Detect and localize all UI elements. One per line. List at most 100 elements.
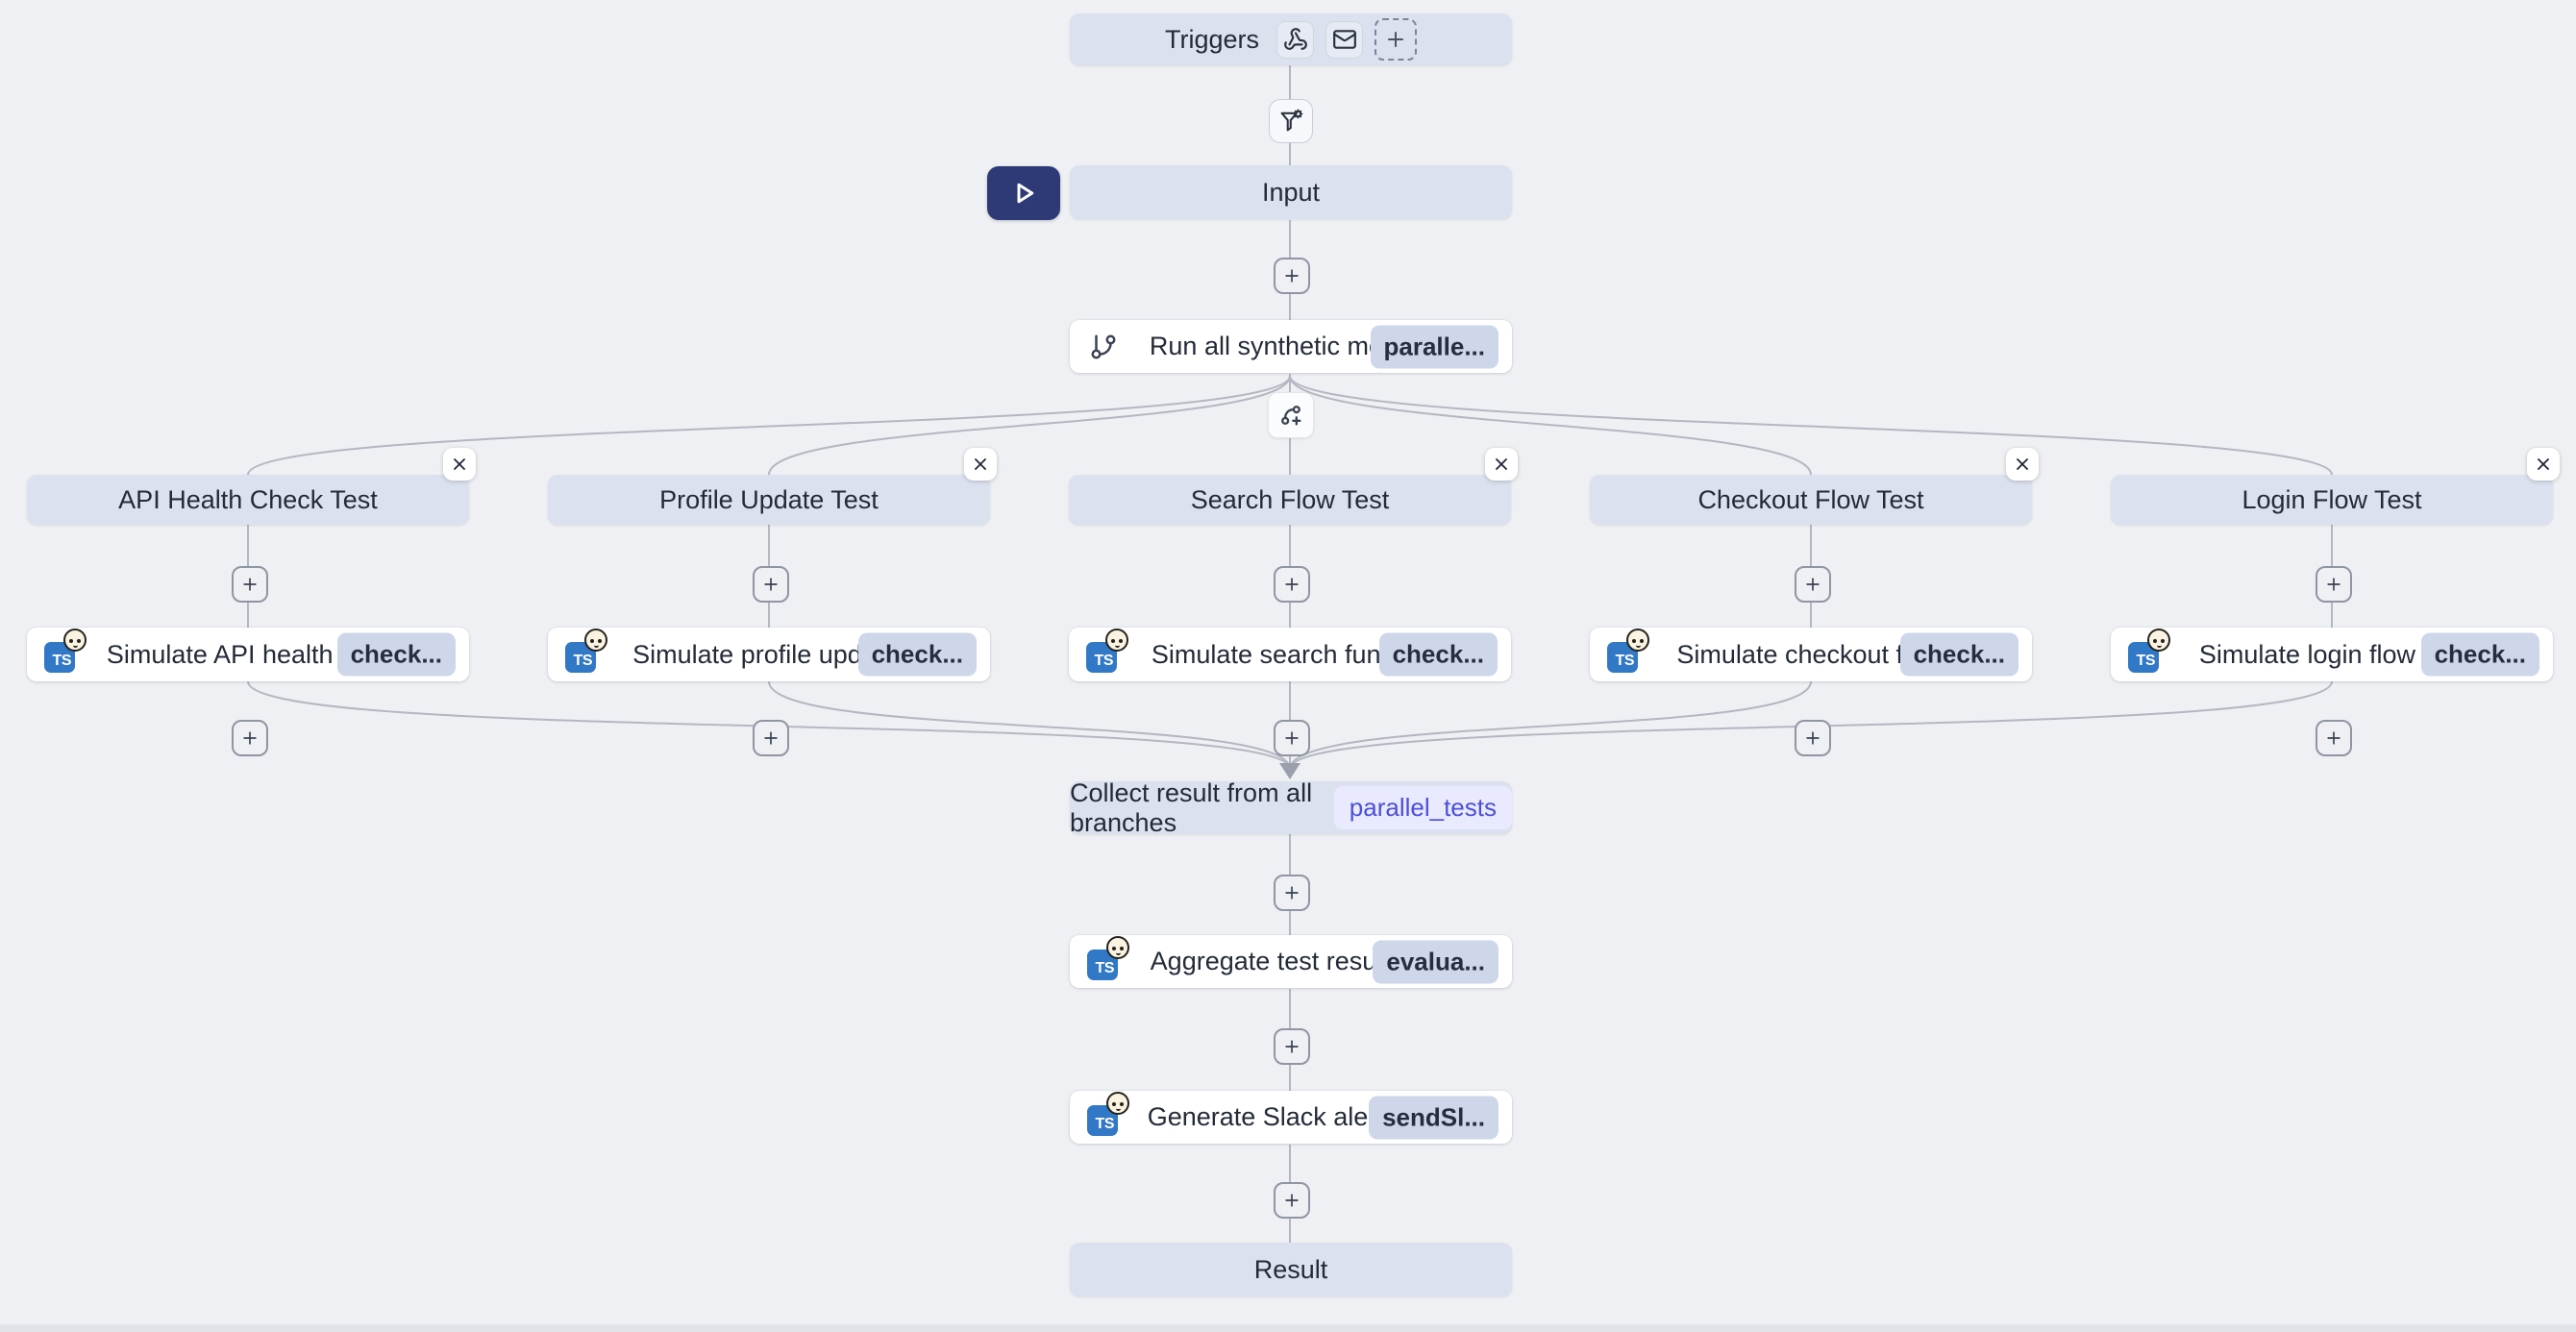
step-id-badge: check... <box>857 632 977 677</box>
bun-icon <box>63 629 87 652</box>
step-title: Simulate login flow test <box>2198 639 2465 669</box>
converge-arrow-icon <box>1279 763 1300 779</box>
add-step-button[interactable] <box>1795 566 1831 603</box>
branch-title: Checkout Flow Test <box>1697 484 1924 514</box>
add-trigger-button[interactable] <box>1375 18 1418 61</box>
plus-icon <box>1388 32 1404 47</box>
add-step-button-top[interactable] <box>1274 258 1310 294</box>
add-step-button[interactable] <box>2316 566 2352 603</box>
webhook-icon <box>1283 28 1307 50</box>
add-step-button[interactable] <box>1795 720 1831 756</box>
plus-icon <box>764 731 778 745</box>
close-icon <box>2538 458 2549 470</box>
plus-icon <box>243 578 257 591</box>
remove-branch-button[interactable] <box>2006 448 2039 481</box>
step-generate-slack-alert[interactable]: TS Generate Slack alert m... sendSl... <box>1070 1091 1512 1144</box>
add-step-button[interactable] <box>2316 720 2352 756</box>
parallel-tests-badge: parallel_tests <box>1333 786 1512 829</box>
step-aggregate-results[interactable]: TS Aggregate test results ... evalua... <box>1070 935 1512 988</box>
plus-icon <box>1806 578 1820 591</box>
triggers-label: Triggers <box>1164 24 1260 54</box>
step-id-badge: check... <box>2420 632 2539 677</box>
bun-icon <box>1105 629 1128 652</box>
filter-gear-icon <box>1280 109 1303 132</box>
close-icon <box>1496 458 1507 470</box>
email-trigger-button[interactable] <box>1325 20 1364 59</box>
collect-label: Collect result from all branches <box>1070 777 1313 837</box>
add-step-button[interactable] <box>753 720 789 756</box>
plus-icon <box>1285 886 1299 900</box>
collect-branches-node[interactable]: Collect result from all branches paralle… <box>1070 778 1512 837</box>
mail-icon <box>1332 30 1356 49</box>
plus-icon <box>2327 578 2341 591</box>
plus-icon <box>1285 731 1299 745</box>
branch-title: Login Flow Test <box>2242 484 2422 514</box>
branch-header-login-flow[interactable]: Login Flow Test <box>2111 475 2553 525</box>
plus-icon <box>1806 731 1820 745</box>
add-step-button[interactable] <box>1274 1028 1310 1065</box>
step-simulate-login[interactable]: TS Simulate login flow test check... <box>2111 628 2553 681</box>
step-id-badge: evalua... <box>1373 940 1499 983</box>
typescript-bun-icon: TS <box>1607 629 1649 673</box>
remove-branch-button[interactable] <box>964 448 997 481</box>
plus-icon <box>1285 1194 1299 1207</box>
input-label: Input <box>1261 177 1321 207</box>
bun-icon <box>1106 1092 1129 1115</box>
step-simulate-profile-update[interactable]: TS Simulate profile updat... check... <box>548 628 990 681</box>
add-step-button[interactable] <box>1274 875 1310 911</box>
typescript-bun-icon: TS <box>565 629 607 673</box>
result-label: Result <box>1253 1254 1328 1284</box>
branch-header-profile-update[interactable]: Profile Update Test <box>548 475 990 525</box>
step-id-badge: check... <box>336 632 456 677</box>
play-icon <box>1017 183 1034 204</box>
typescript-bun-icon: TS <box>2128 629 2170 673</box>
plus-icon <box>1285 269 1299 283</box>
step-simulate-search[interactable]: TS Simulate search functi... check... <box>1069 628 1511 681</box>
step-id-badge: check... <box>1899 632 2019 677</box>
add-step-button[interactable] <box>1274 566 1310 603</box>
input-node[interactable]: Input <box>1070 165 1512 219</box>
add-branch-button[interactable] <box>1268 392 1314 438</box>
remove-branch-button[interactable] <box>1485 448 1518 481</box>
plus-icon <box>1285 578 1299 591</box>
webhook-trigger-button[interactable] <box>1276 20 1315 59</box>
typescript-bun-icon: TS <box>1087 1092 1129 1136</box>
step-id-badge: check... <box>1378 632 1498 677</box>
plus-icon <box>764 578 778 591</box>
parallel-run-step[interactable]: Run all synthetic monit... paralle... <box>1070 320 1512 373</box>
close-icon <box>2017 458 2028 470</box>
step-id-badge: paralle... <box>1370 325 1499 368</box>
typescript-bun-icon: TS <box>1087 936 1129 980</box>
step-simulate-api-health[interactable]: TS Simulate API health ch... check... <box>27 628 469 681</box>
branch-header-search-flow[interactable]: Search Flow Test <box>1069 475 1511 525</box>
add-step-button[interactable] <box>232 720 268 756</box>
branch-title: Profile Update Test <box>659 484 879 514</box>
branch-header-api-health[interactable]: API Health Check Test <box>27 475 469 525</box>
typescript-bun-icon: TS <box>1086 629 1128 673</box>
step-simulate-checkout[interactable]: TS Simulate checkout flo... check... <box>1590 628 2032 681</box>
remove-branch-button[interactable] <box>2527 448 2560 481</box>
run-flow-button[interactable] <box>987 166 1060 220</box>
close-icon <box>975 458 986 470</box>
result-node[interactable]: Result <box>1070 1243 1512 1296</box>
branch-title: API Health Check Test <box>118 484 378 514</box>
plus-icon <box>2327 731 2341 745</box>
triggers-node[interactable]: Triggers <box>1070 13 1512 65</box>
horizontal-scrollbar[interactable] <box>0 1324 2576 1332</box>
plus-icon <box>1285 1040 1299 1053</box>
add-step-button[interactable] <box>753 566 789 603</box>
git-branch-icon <box>1091 334 1116 359</box>
bun-icon <box>584 629 607 652</box>
add-step-button[interactable] <box>1274 720 1310 756</box>
branch-header-checkout-flow[interactable]: Checkout Flow Test <box>1590 475 2032 525</box>
trigger-filter-button[interactable] <box>1269 99 1313 143</box>
remove-branch-button[interactable] <box>443 448 476 481</box>
plus-icon <box>243 731 257 745</box>
add-step-button[interactable] <box>232 566 268 603</box>
bun-icon <box>2147 629 2170 652</box>
add-step-button[interactable] <box>1274 1182 1310 1219</box>
branch-title: Search Flow Test <box>1190 484 1390 514</box>
bun-icon <box>1106 936 1129 959</box>
step-id-badge: sendSl... <box>1369 1096 1499 1139</box>
git-branch-plus-icon <box>1281 406 1301 426</box>
